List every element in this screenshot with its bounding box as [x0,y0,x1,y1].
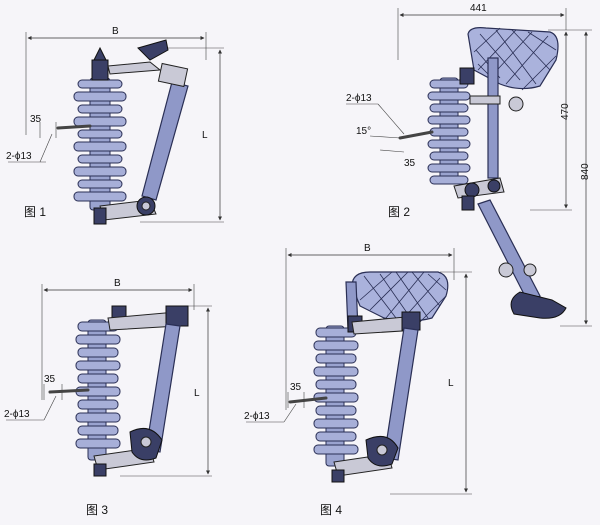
fig3-height-label: L [194,388,200,399]
fig2-bottom-hinge [453,177,505,211]
fig3-top-contact [107,305,189,331]
fig4-spacing-label: 35 [290,382,302,393]
fig2-mounting-bracket [398,130,434,140]
fig4-mounting-bracket [288,396,328,404]
fig4-top-contact [347,311,421,335]
fig1-fuse-tube [141,62,189,201]
fig3-lead-label: 2-ϕ13 [4,409,30,420]
fig2-width-label: 441 [470,3,487,14]
fig1-lead-label: 2-ϕ13 [6,151,32,162]
fig1-insulator [73,77,127,211]
fig4-lead-label: 2-ϕ13 [244,411,270,422]
figure-3: B L [4,278,212,517]
fig4-width-label: B [364,243,371,254]
fig2-total-height-label: 840 [580,163,591,180]
fig2-lead-label: 2-ϕ13 [346,93,372,104]
fig1-caption: 图 1 [24,205,46,219]
fig2-angle-label: 15° [356,126,371,137]
fig2-insulator [427,77,471,185]
fig1-mounting-bracket [56,124,92,130]
fig2-angle-reference [369,135,401,139]
fig2-spacing-label: 35 [404,158,416,169]
fig3-width-label: B [114,278,121,289]
fig4-caption: 图 4 [320,503,342,517]
fig3-spacing-label: 35 [44,374,56,385]
fig1-leader-line [39,133,53,163]
fig2-fuse-tube-dropped [477,199,567,319]
fig3-leader-line [43,395,57,421]
fig2-spacing-line [379,149,405,153]
fig2-upper-contact [459,57,524,179]
fig2-leader-line [377,103,405,135]
figure-1: B L [6,26,224,225]
fig4-leader-line [283,403,297,423]
fig3-fuse-tube [145,323,181,453]
fig4-bottom-hinge [331,435,399,483]
fig1-spacing-label: 35 [30,114,42,125]
fig3-caption: 图 3 [86,503,108,517]
fig1-height-label: L [202,130,208,141]
fig4-height-label: L [448,378,454,389]
fig3-mounting-bracket [48,388,90,394]
fig1-top-contact [91,39,169,81]
figure-2: 441 470 840 [346,3,592,327]
fig3-bottom-hinge [93,427,163,477]
fig1-bottom-hinge [93,196,157,225]
fig2-caption: 图 2 [388,205,410,219]
fig4-fuse-tube [383,327,419,461]
fig2-arc-chute-hood [467,27,559,91]
figure-4: B L [244,243,472,517]
fig3-insulator [75,319,121,461]
fig1-width-label: B [112,26,119,37]
fig4-insulator [313,325,359,467]
fig2-upper-height-label: 470 [560,103,571,120]
